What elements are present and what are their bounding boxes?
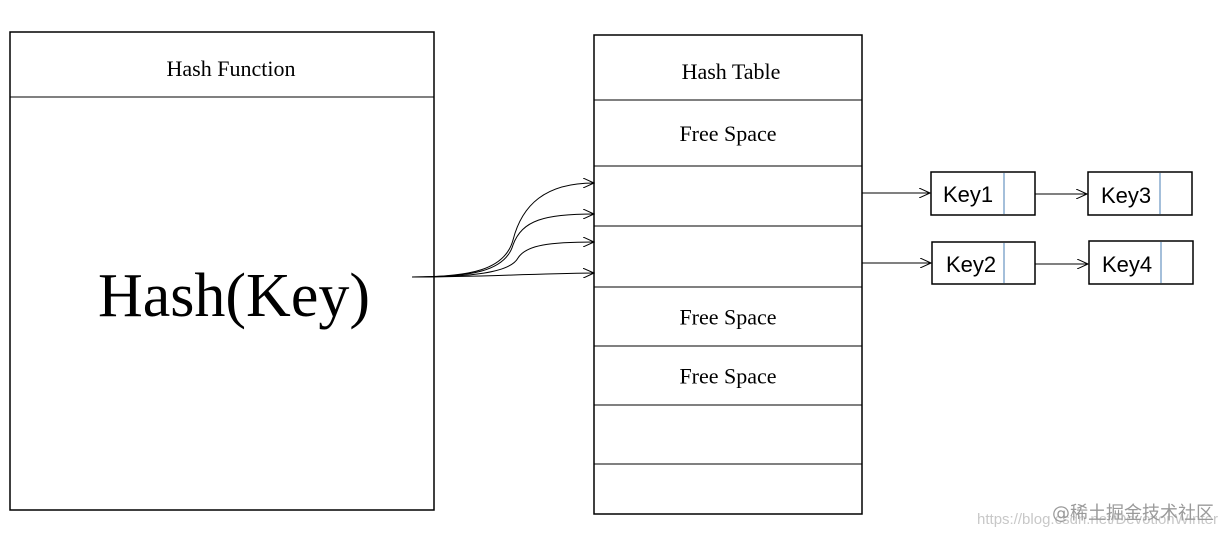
hash-arrow-2 bbox=[411, 214, 594, 278]
slot-dividers bbox=[594, 99, 862, 465]
hash-table-title: Hash Table bbox=[682, 59, 781, 84]
key4-label: Key4 bbox=[1102, 252, 1152, 277]
chain-node-key3: Key3 bbox=[1087, 171, 1193, 216]
hash-function-title: Hash Function bbox=[167, 56, 296, 81]
watermark-url: https://blog.csdn.net/DevotionWinter bbox=[977, 511, 1218, 528]
key1-label: Key1 bbox=[943, 182, 993, 207]
hash-arrow-1 bbox=[411, 183, 594, 278]
hash-arrow-3 bbox=[411, 242, 594, 278]
chain-node-key2: Key2 bbox=[931, 241, 1036, 285]
watermark-label: @稀土掘金技术社区 bbox=[1052, 503, 1214, 524]
hash-table-slot-1: Free Space bbox=[679, 121, 776, 146]
hash-table-slot-5: Free Space bbox=[679, 364, 776, 389]
watermark: https://blog.csdn.net/DevotionWinter @稀土… bbox=[977, 503, 1218, 528]
chain-node-key1: Key1 bbox=[930, 171, 1036, 216]
hash-key-expression: Hash(Key) bbox=[98, 262, 370, 330]
key3-label: Key3 bbox=[1101, 183, 1151, 208]
hash-table-slot-4: Free Space bbox=[679, 305, 776, 330]
hash-arrow-4 bbox=[411, 273, 594, 277]
chain-row-2: Key2 Key4 bbox=[862, 240, 1194, 285]
hash-arrows bbox=[411, 183, 594, 278]
hash-function-box: Hash Function Hash(Key) bbox=[9, 31, 435, 511]
chain-node-key4: Key4 bbox=[1088, 240, 1194, 285]
chain-row-1: Key1 Key3 bbox=[862, 171, 1193, 216]
key2-label: Key2 bbox=[946, 252, 996, 277]
